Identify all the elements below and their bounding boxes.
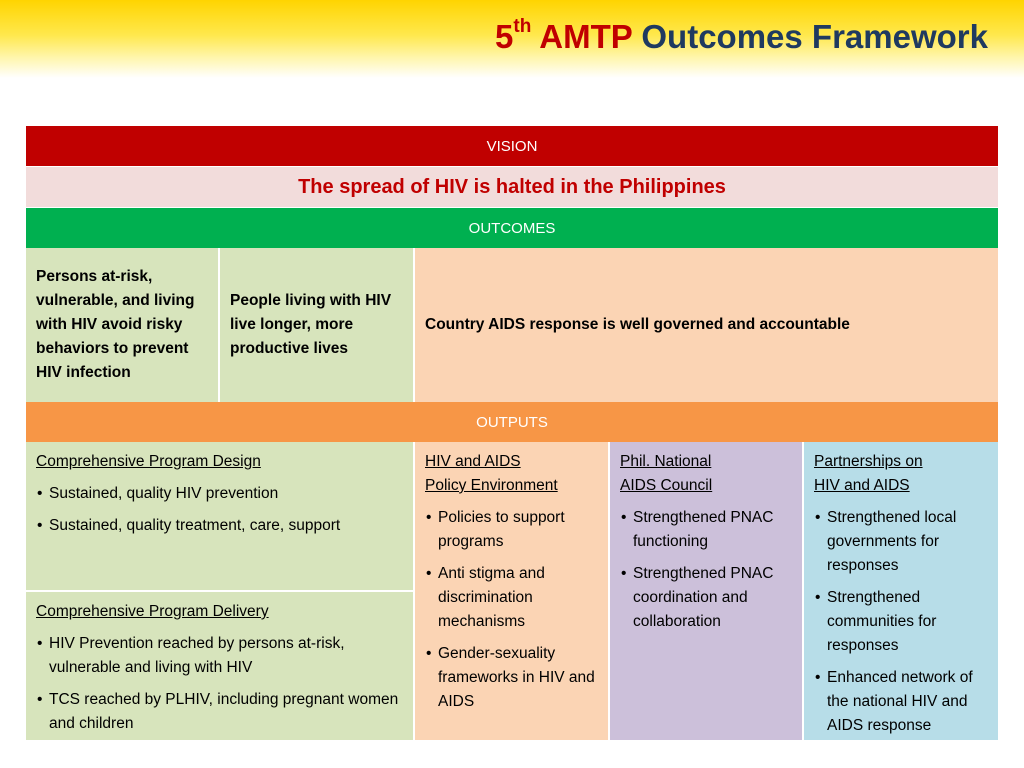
output-title-line1: Partnerships on [814, 453, 923, 470]
title-background-band [0, 0, 1024, 78]
title-superscript: th [513, 16, 532, 37]
outcome-cell-plhiv: People living with HIV live longer, more… [220, 248, 415, 402]
outcome-text: People living with HIV live longer, more… [230, 292, 392, 357]
output-cell-pnac: Phil. National AIDS Council Strengthened… [610, 442, 804, 740]
bullet-list: HIV Prevention reached by persons at-ris… [36, 632, 403, 736]
bullet-item: Enhanced network of the national HIV and… [815, 666, 988, 738]
bullet-list: Strengthened PNAC functioning Strengthen… [620, 506, 792, 634]
bullet-item: TCS reached by PLHIV, including pregnant… [37, 688, 403, 736]
bullet-item: Strengthened PNAC functioning [621, 506, 792, 554]
vision-statement: The spread of HIV is halted in the Phili… [26, 166, 998, 208]
outcome-text: Country AIDS response is well governed a… [425, 316, 850, 333]
outcomes-header: OUTCOMES [26, 208, 998, 248]
output-title: Comprehensive Program Design [36, 453, 261, 470]
output-cell-policy: HIV and AIDS Policy Environment Policies… [415, 442, 610, 740]
outcome-cell-prevention: Persons at-risk, vulnerable, and living … [26, 248, 220, 402]
bullet-item: Strengthened PNAC coordination and colla… [621, 562, 792, 634]
bullet-item: Anti stigma and discrimination mechanism… [426, 562, 598, 634]
bullet-list: Strengthened local governments for respo… [814, 506, 988, 738]
outcome-text: Persons at-risk, vulnerable, and living … [36, 268, 195, 381]
title-brand: AMTP [539, 18, 633, 55]
output-cell-program-design: Comprehensive Program Design Sustained, … [26, 442, 415, 592]
output-title-line2: HIV and AIDS [814, 477, 910, 494]
slide-title: 5th AMTP Outcomes Framework [495, 16, 988, 56]
output-title: Comprehensive Program Delivery [36, 603, 269, 620]
bullet-item: HIV Prevention reached by persons at-ris… [37, 632, 403, 680]
output-cell-partnerships: Partnerships on HIV and AIDS Strengthene… [804, 442, 998, 740]
bullet-item: Sustained, quality HIV prevention [37, 482, 403, 506]
bullet-item: Gender-sexuality frameworks in HIV and A… [426, 642, 598, 714]
bullet-item: Sustained, quality treatment, care, supp… [37, 514, 403, 538]
output-title-line1: HIV and AIDS [425, 453, 521, 470]
output-cell-program-delivery: Comprehensive Program Delivery HIV Preve… [26, 592, 415, 740]
bullet-item: Strengthened communities for responses [815, 586, 988, 658]
bullet-item: Policies to support programs [426, 506, 598, 554]
bullet-list: Policies to support programs Anti stigma… [425, 506, 598, 714]
vision-header: VISION [26, 126, 998, 166]
output-title-line2: AIDS Council [620, 477, 713, 494]
bullet-item: Strengthened local governments for respo… [815, 506, 988, 578]
outputs-header: OUTPUTS [26, 402, 998, 442]
output-title-line1: Phil. National [620, 453, 712, 470]
outcome-cell-governance: Country AIDS response is well governed a… [415, 248, 998, 402]
title-rest: Outcomes Framework [641, 18, 988, 55]
title-number: 5 [495, 18, 514, 55]
bullet-list: Sustained, quality HIV prevention Sustai… [36, 482, 403, 538]
output-title-line2: Policy Environment [425, 477, 558, 494]
framework-table: VISION The spread of HIV is halted in th… [26, 126, 998, 740]
